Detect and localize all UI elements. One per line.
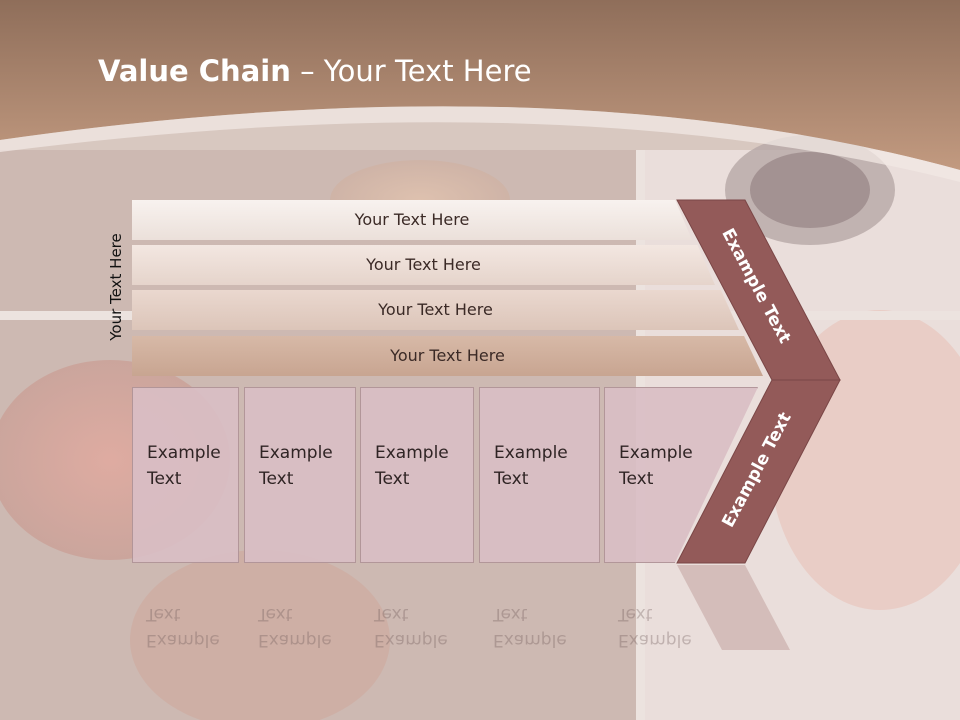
activity-box-4-line2: Text [494,469,529,489]
title-rest: – Your Text Here [290,54,532,88]
activity-box-1-line2: Text [147,469,182,489]
band-1-label: Your Text Here [354,210,470,229]
band-4: Your Text Here [132,336,763,376]
activity-box-3-line2: Text [375,469,410,489]
activity-box-4-line1: Example [494,443,568,463]
title-bold: Value Chain [98,54,291,88]
band-4-label: Your Text Here [390,346,505,365]
chevron-lower [676,379,841,564]
band-1: Your Text Here [132,200,692,240]
band-3: Your Text Here [132,290,739,330]
band-3-label: Your Text Here [378,300,493,319]
activity-box-3-line1: Example [375,443,449,463]
chevron-reflection [677,565,790,650]
activity-box-5-line2: Text [619,469,654,489]
activity-box-2-line1: Example [259,443,333,463]
activity-box-1-line1: Example [147,443,221,463]
activity-box-5-line1: Example [619,443,693,463]
band-2-label: Your Text Here [366,255,481,274]
band-2: Your Text Here [132,245,715,285]
slide-title: Value Chain – Your Text Here [98,54,532,88]
activity-box-2-line2: Text [259,469,294,489]
